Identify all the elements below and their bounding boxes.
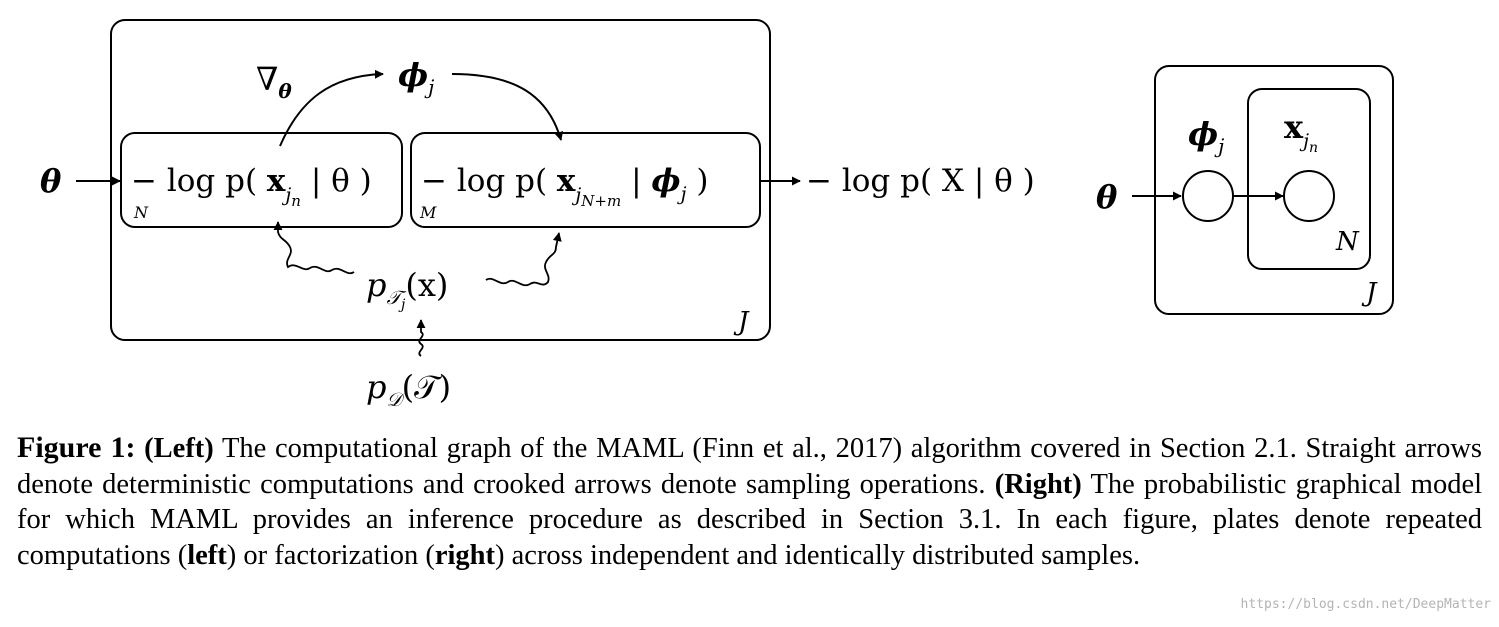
plate-m — [410, 132, 761, 228]
theta-input-right: θ — [1096, 178, 1118, 216]
phi-node — [1182, 170, 1234, 222]
loss-n-label: − log p( xjn | θ ) — [131, 163, 372, 210]
meta-dist-label: p𝒟(𝒯) — [366, 368, 451, 411]
crooked-arrow-to-loss-m — [485, 232, 562, 287]
figure-caption: Figure 1: (Left) The computational graph… — [17, 430, 1482, 573]
output-loss-label: − log p( X | θ ) — [806, 163, 1035, 199]
left-word: left — [187, 539, 227, 571]
right-outer-plate-j-label: J — [1361, 278, 1378, 308]
caption-sentence-3: ) or factorization ( — [226, 539, 435, 571]
crooked-arrow-to-loss-n — [273, 221, 355, 275]
loss-m-label: − log p( xjN+m | ϕj ) — [421, 163, 708, 210]
right-inner-plate-n — [1247, 88, 1371, 270]
arrow-phi-to-loss-m — [451, 73, 564, 141]
right-word: right — [434, 539, 496, 571]
watermark: https://blog.csdn.net/DeepMatter — [1240, 597, 1491, 612]
left-tag: (Left) — [144, 433, 214, 464]
crooked-arrow-to-task-dist — [416, 319, 426, 357]
task-dist-label: p𝒯j(x) — [366, 266, 448, 313]
plate-n-label: N — [133, 203, 149, 222]
x-node — [1283, 170, 1335, 222]
figure-diagram: θ − log p( xjn | θ ) N − log p( xjN+m | … — [40, 19, 1394, 411]
plate-m-label: M — [419, 203, 437, 222]
phi-node-label: ϕj — [1188, 115, 1224, 158]
right-tag: (Right) — [994, 468, 1082, 500]
x-node-label: xjn — [1284, 108, 1318, 156]
caption-sentence-4: ) across independent and identically dis… — [495, 539, 1141, 571]
arrow-gradient-to-phi — [279, 69, 384, 147]
plate-n — [120, 132, 403, 228]
figure-label: Figure 1: — [17, 431, 136, 464]
outer-plate-j-label: J — [733, 307, 750, 337]
caption-sentence-2: The probabilistic graphical model for wh… — [17, 468, 1483, 571]
caption-sentence-1: The computational graph of the MAML (Fin… — [17, 433, 1483, 500]
gradient-label: ∇θ — [256, 60, 292, 103]
phi-label: ϕj — [398, 56, 434, 99]
right-outer-plate-j — [1154, 65, 1394, 315]
right-inner-plate-n-label: N — [1335, 227, 1360, 257]
theta-input-left: θ — [40, 162, 62, 200]
